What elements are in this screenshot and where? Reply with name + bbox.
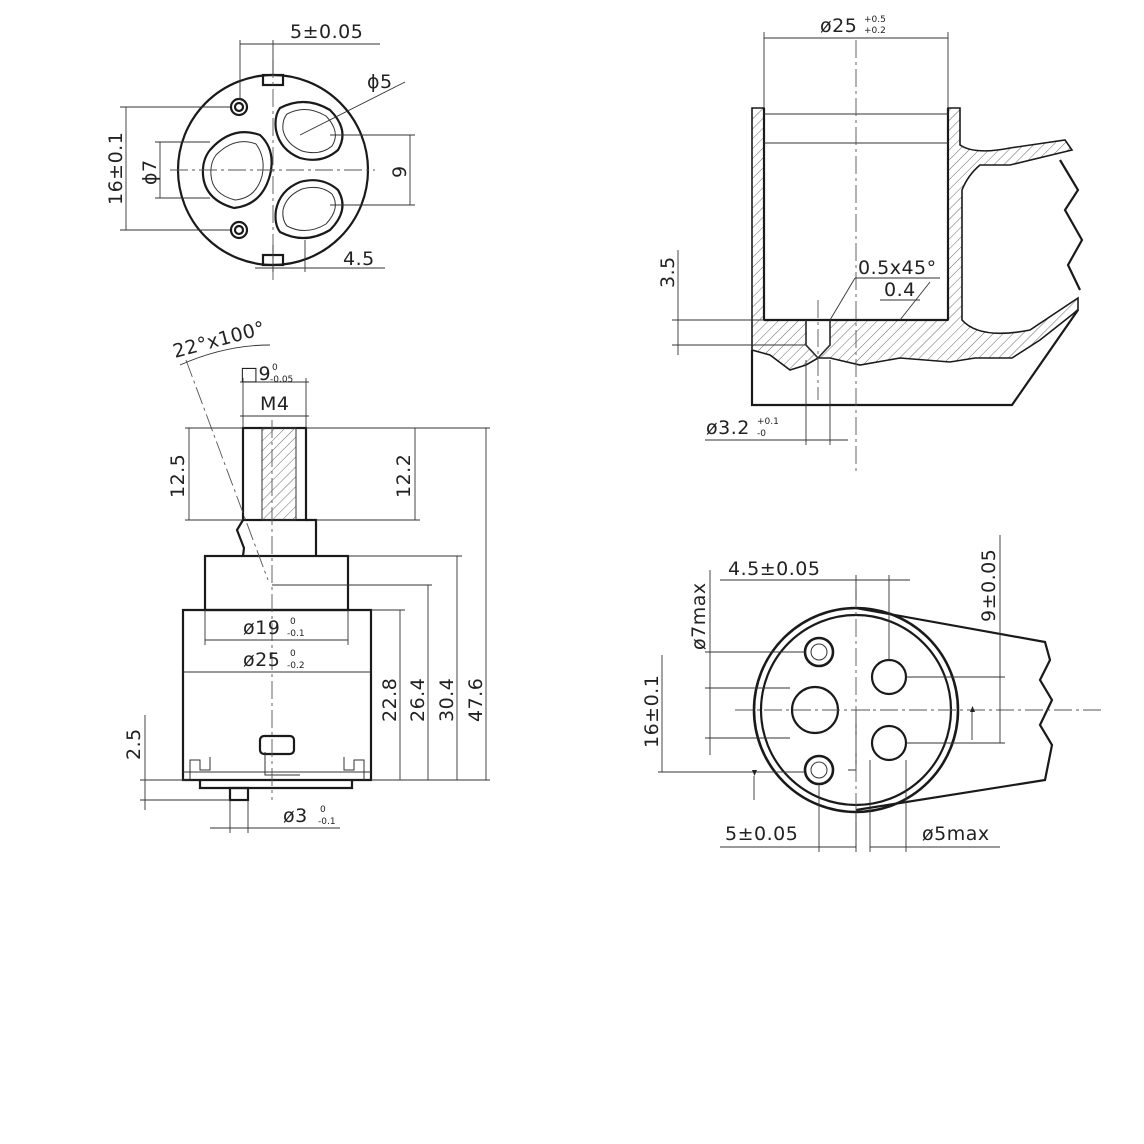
base-seal xyxy=(198,780,354,790)
dim-dia25-label: ø25 xyxy=(243,649,280,671)
dim-depth-label: 3.5 xyxy=(657,256,679,288)
dim-stem-left-label: 12.5 xyxy=(167,454,189,498)
dim-chamfer-label: 0.5x45° xyxy=(858,257,937,279)
dim-dia19-tol-lower: -0.1 xyxy=(287,629,305,639)
dim-height-label: 16±0.1 xyxy=(641,675,663,748)
outlet-port xyxy=(201,131,273,210)
cap xyxy=(203,554,350,612)
angle-center-line xyxy=(185,359,269,581)
dim-thread-label: M4 xyxy=(260,393,289,415)
leader-line xyxy=(299,81,406,136)
leader-line xyxy=(899,281,931,321)
outlet-port-inner xyxy=(210,141,264,201)
dim-dia19-label: ø19 xyxy=(243,617,280,639)
pin-hole-bottom-inner xyxy=(810,761,828,779)
dim-square-label: □9 xyxy=(240,363,271,385)
dim-bore-tol-lower: +0.2 xyxy=(864,26,886,36)
inlet-port-lower-inner xyxy=(282,186,336,231)
angle-arc xyxy=(179,344,271,366)
pin-hole-top xyxy=(229,97,249,117)
dim-offset-x-label: 4.5±0.05 xyxy=(728,558,820,580)
pin-hole-bottom xyxy=(229,220,249,240)
inlet-port-lower xyxy=(274,179,344,240)
section-view: ø25 +0.5 +0.2 3.5 0.5x45° 0.4 ø3.2 +0.1 … xyxy=(657,15,1084,475)
pin-hole-bottom-inner xyxy=(233,224,245,236)
dim-pin-offset-label: 5±0.05 xyxy=(725,823,798,845)
inlet-port-upper-inner xyxy=(282,109,336,154)
dim-dia19-tol-upper: 0 xyxy=(290,617,296,627)
dim-h4-label: 47.6 xyxy=(465,678,487,722)
stem-neck-right xyxy=(306,518,318,556)
dim-pin-tol-lower: -0.1 xyxy=(318,817,336,827)
dim-width-label: 5±0.05 xyxy=(290,21,363,43)
dim-stem-right-label: 12.2 xyxy=(393,454,415,498)
dim-pin-tol-upper: 0 xyxy=(320,805,326,815)
dim-bottom-label: 4.5 xyxy=(343,248,375,270)
section-marker xyxy=(848,709,870,771)
dim-pinhole-tol-upper: +0.1 xyxy=(757,417,779,427)
dim-h3-label: 30.4 xyxy=(436,678,458,722)
dim-h1-label: 22.8 xyxy=(379,678,401,722)
dim-h2-label: 26.4 xyxy=(407,678,429,722)
dim-pinhole-tol-lower: -0 xyxy=(757,429,766,439)
housing-section xyxy=(751,107,1079,371)
dim-pinhole-label: ø3.2 xyxy=(706,417,750,439)
pin-slot xyxy=(264,752,300,776)
dim-small-hole-label: ø5max xyxy=(922,823,990,845)
pin-hole-bottom xyxy=(803,754,835,786)
dim-hole-label: ϕ5 xyxy=(367,71,393,93)
dim-right-label: 9 xyxy=(389,165,411,178)
side-view: 22°x100° □9 0 -0.05 M4 12.5 12.2 ø19 0 -… xyxy=(123,317,490,833)
side-window xyxy=(258,734,296,756)
inlet-hole-bottom xyxy=(870,724,908,762)
dim-offset-y-label: 9±0.05 xyxy=(978,549,1000,622)
dim-bore-label: ø25 xyxy=(820,15,857,37)
pin-hole-top-inner xyxy=(233,101,245,113)
dim-dia25-tol-lower: -0.2 xyxy=(287,661,305,671)
section-arrow-left-icon xyxy=(752,770,757,776)
dim-bore-tol-upper: +0.5 xyxy=(864,15,886,25)
stem-neck-left xyxy=(235,519,246,557)
dim-dia25-tol-upper: 0 xyxy=(290,649,296,659)
base-lug-left xyxy=(189,757,211,780)
stem-thread-section xyxy=(261,427,297,521)
dim-pin-height-label: 2.5 xyxy=(123,728,145,760)
leader-line xyxy=(829,277,856,321)
seat-view: 4.5±0.05 9±0.05 ø7max 16±0.1 5±0.05 ø5ma… xyxy=(641,535,1105,852)
break-line-right xyxy=(1059,159,1084,291)
pin-hole-top-inner xyxy=(810,643,828,661)
inlet-port-upper xyxy=(274,100,344,161)
section-arrow-right-icon xyxy=(970,706,975,712)
dim-square-tol-lower: -0.05 xyxy=(270,375,293,385)
pin-hole-top xyxy=(803,636,835,668)
dim-center-hole-label: ϕ7 xyxy=(139,159,161,185)
dim-angle-label: 22°x100° xyxy=(171,317,268,363)
dim-pin-dia-label: ø3 xyxy=(283,805,308,827)
housing-lower-outline xyxy=(750,309,1079,407)
base-lug-right xyxy=(343,757,365,780)
top-view: 5±0.05 ϕ5 16±0.1 ϕ7 9 4.5 xyxy=(105,21,415,280)
dim-square-tol-upper: 0 xyxy=(272,363,278,373)
inlet-hole-top xyxy=(870,658,908,696)
housing-arm xyxy=(855,606,1054,812)
dim-hole-max-label: ø7max xyxy=(688,582,710,650)
dim-height-label: 16±0.1 xyxy=(105,132,127,205)
locating-pin xyxy=(228,786,250,802)
dim-chamfer-depth-label: 0.4 xyxy=(884,279,916,301)
